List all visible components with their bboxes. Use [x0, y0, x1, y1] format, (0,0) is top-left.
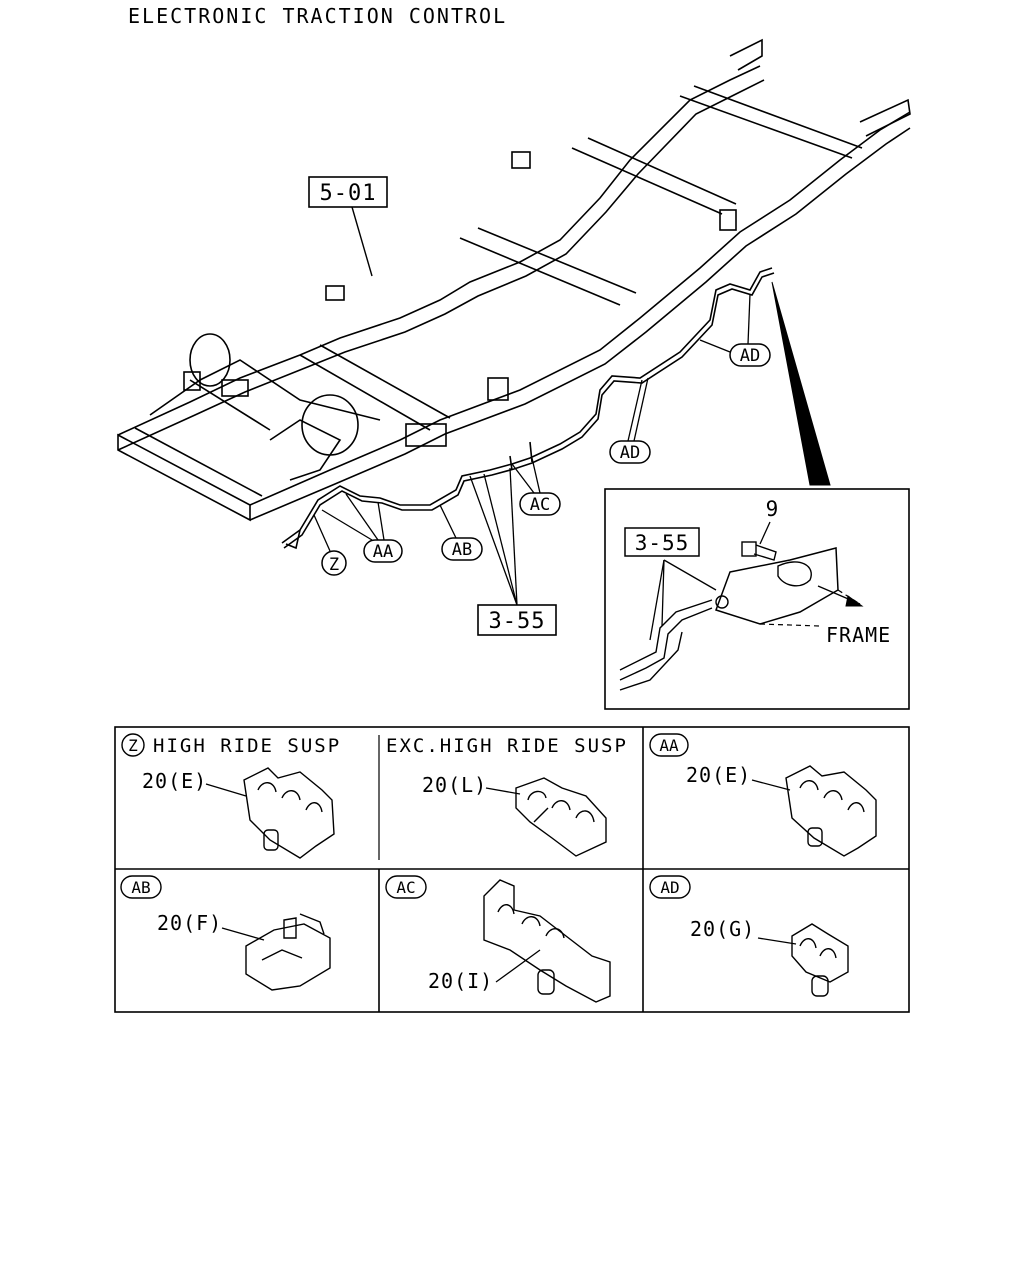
cell-title: EXC.HIGH RIDE SUSP: [386, 735, 628, 757]
tube-ref-label: 3-55: [489, 609, 546, 634]
chassis-frame: [117, 38, 911, 522]
frame-ref-label: 5-01: [320, 181, 377, 206]
table-cell-aa: AA 20(E): [649, 733, 877, 857]
callout-aa: AA: [321, 493, 403, 563]
part-number: 20(G): [690, 917, 755, 941]
clip-illustration: [243, 767, 335, 859]
svg-text:AB: AB: [452, 540, 472, 560]
svg-text:Z: Z: [329, 555, 339, 575]
callout-z: Z: [313, 514, 347, 576]
cell-tag: AB: [131, 878, 150, 897]
clip-illustration: [791, 923, 849, 997]
table-cell-ac: AC 20(I): [385, 875, 611, 1003]
frame-ref-callout: 5-01: [308, 176, 388, 277]
cell-tag: AC: [396, 878, 415, 897]
part-number: 20(F): [157, 911, 222, 935]
tube-ref-callout: 3-55: [469, 467, 557, 636]
part-number: 20(L): [422, 773, 487, 797]
detail-pointer: [771, 281, 831, 486]
table-cell-z: Z HIGH RIDE SUSP 20(E): [121, 733, 341, 859]
sensor-tube: [281, 267, 775, 550]
callout-ad-upper: AD: [699, 293, 771, 367]
svg-text:AC: AC: [530, 495, 550, 515]
svg-text:AA: AA: [373, 542, 393, 562]
clip-illustration: [483, 879, 611, 1003]
parts-table: [114, 726, 910, 1013]
detail-tube-ref: 3-55: [635, 531, 690, 555]
bolt-ref: 9: [766, 497, 779, 521]
part-number: 20(E): [142, 769, 207, 793]
cell-tag: AA: [659, 736, 679, 755]
svg-text:AD: AD: [740, 346, 760, 366]
cell-tag: Z: [128, 736, 138, 755]
callout-ac: AC: [511, 457, 561, 516]
cell-tag: AD: [660, 878, 679, 897]
clip-illustration: [785, 765, 877, 857]
clip-illustration: [245, 913, 331, 991]
table-cell-exc-high-ride: EXC.HIGH RIDE SUSP 20(L): [386, 735, 628, 857]
table-cell-ab: AB 20(F): [120, 875, 331, 991]
callout-ad-lower: AD: [609, 377, 651, 464]
callout-ab: AB: [439, 504, 483, 561]
svg-text:AD: AD: [620, 443, 640, 463]
detail-view: 3-55 9 FRAME: [604, 488, 910, 710]
clip-illustration: [515, 777, 607, 857]
table-cell-ad: AD 20(G): [649, 875, 849, 997]
diagram-title: ELECTRONIC TRACTION CONTROL: [128, 4, 508, 28]
frame-label: FRAME: [826, 623, 891, 647]
cell-title: HIGH RIDE SUSP: [153, 735, 341, 757]
part-number: 20(I): [428, 969, 493, 993]
part-number: 20(E): [686, 763, 751, 787]
